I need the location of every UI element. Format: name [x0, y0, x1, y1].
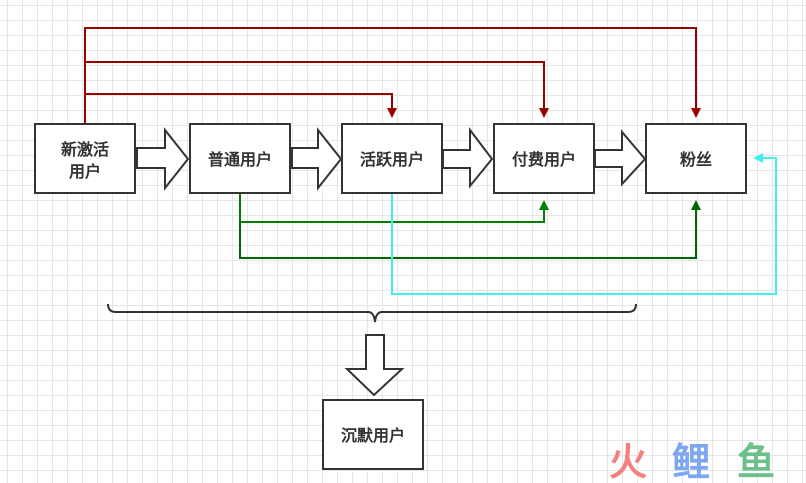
node-fans[interactable]: 粉丝: [645, 123, 747, 194]
connector-normal-to-fans: [239, 200, 701, 259]
connector-active-to-fans: [391, 153, 777, 295]
node-active-user[interactable]: 活跃用户: [341, 123, 443, 194]
watermark-char-2: 鲤: [672, 440, 710, 483]
node-normal-user[interactable]: 普通用户: [189, 123, 291, 194]
node-silent-user[interactable]: 沉默用户: [322, 399, 424, 470]
node-label: 活跃用户: [360, 150, 424, 169]
block-arrow-active-to-paying: [442, 127, 494, 189]
node-label: 粉丝: [680, 150, 712, 169]
curly-brace: [107, 303, 637, 323]
block-arrow-to-silent: [344, 334, 405, 397]
block-arrow-paying-to-fans: [594, 129, 647, 187]
connector-new-to-fans: [84, 27, 701, 123]
node-label: 沉默用户: [341, 426, 405, 445]
block-arrow-new-to-normal: [136, 127, 190, 191]
node-paying-user[interactable]: 付费用户: [493, 123, 595, 194]
watermark-char-1: 火: [609, 440, 647, 483]
watermark-logo: 火 鲤 鱼: [609, 440, 775, 483]
watermark-char-3: 鱼: [737, 440, 775, 483]
connector-new-to-active: [85, 93, 397, 118]
node-label: 普通用户: [208, 150, 272, 169]
node-new-active-user[interactable]: 新激活 用户: [34, 123, 136, 194]
node-label-line1: 新激活: [61, 140, 109, 159]
block-arrow-normal-to-active: [291, 127, 343, 191]
connector-new-to-paying: [85, 61, 549, 118]
node-label: 付费用户: [512, 150, 576, 169]
node-label-line2: 用户: [69, 162, 101, 181]
